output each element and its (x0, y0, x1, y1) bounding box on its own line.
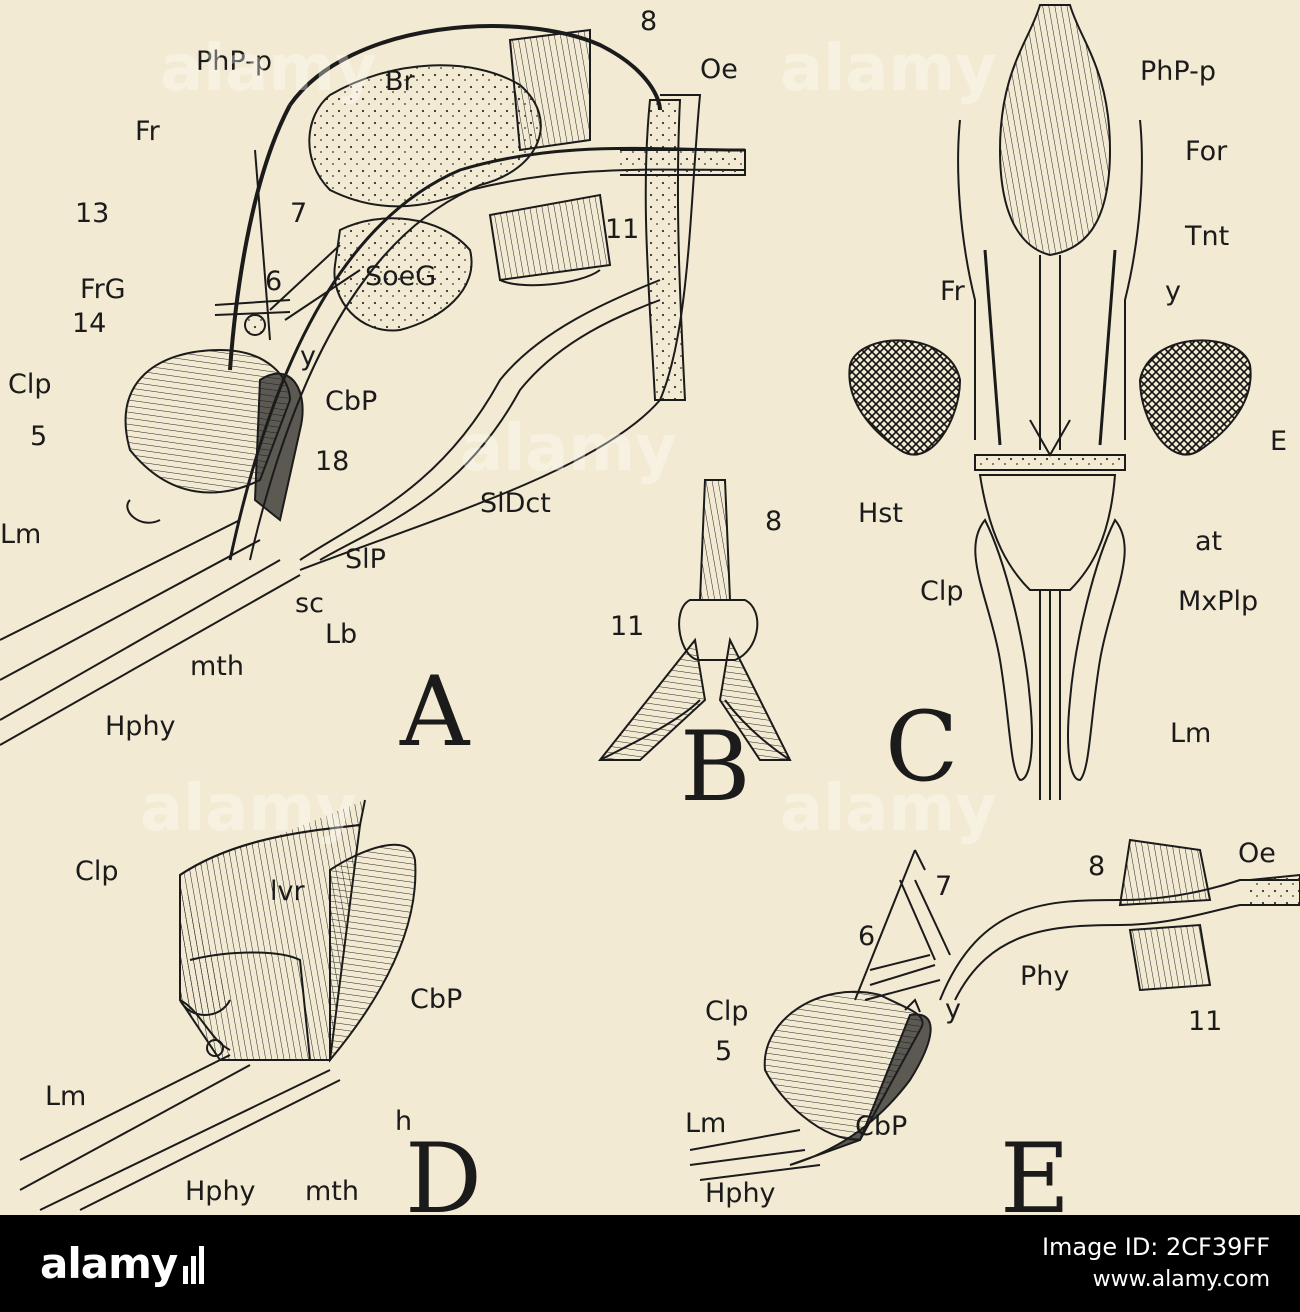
label-a-sldct: SlDct (480, 488, 551, 519)
muscle-11-e (1128, 923, 1212, 992)
label-d-cbp: CbP (410, 984, 462, 1015)
label-a-lm: Lm (0, 519, 41, 550)
panel-a (0, 24, 746, 746)
label-d-clp: Clp (75, 856, 119, 887)
clypeus-a (124, 348, 292, 494)
label-a-lb: Lb (325, 619, 357, 650)
label-a-6: 6 (265, 266, 282, 297)
label-a-mth: mth (190, 651, 244, 682)
panel-d-labels: Clp lvr CbP Lm h Hphy mth D (45, 856, 482, 1215)
label-d-lm: Lm (45, 1081, 86, 1112)
label-e-8: 8 (1088, 851, 1105, 882)
label-b-8: 8 (765, 506, 782, 537)
panel-letter-a: A (399, 656, 471, 768)
label-a-frg: FrG (80, 274, 126, 305)
panel-letter-e: E (1000, 1123, 1070, 1215)
label-c-lm: Lm (1170, 718, 1211, 749)
pharyngeal-pump-c (998, 4, 1112, 257)
label-a-oe: Oe (700, 54, 738, 85)
label-a-7: 7 (290, 198, 307, 229)
label-e-oe: Oe (1238, 838, 1276, 869)
panel-d (19, 799, 417, 1211)
muscle-11-a (488, 193, 612, 282)
label-c-e: E (1270, 426, 1287, 457)
label-a-14: 14 (72, 308, 106, 339)
panel-c-labels: PhP-p For Tnt Fr y E Hst at Clp MxPlp Lm… (858, 56, 1287, 803)
label-b-11: 11 (610, 611, 644, 642)
label-c-php-p: PhP-p (1140, 56, 1216, 87)
label-e-hphy: Hphy (705, 1178, 776, 1209)
label-a-8: 8 (640, 6, 657, 37)
anatomy-figure: PhP-p Br 8 Oe Fr 13 7 11 FrG 6 SoeG 14 y… (0, 4, 1300, 1215)
label-a-11: 11 (605, 214, 639, 245)
brain-shape (308, 64, 542, 208)
label-a-13: 13 (75, 198, 109, 229)
label-c-fr: Fr (940, 276, 966, 307)
image-id: Image ID: 2CF39FF (1041, 1233, 1270, 1261)
panel-e (689, 838, 1300, 1181)
label-a-fr: Fr (135, 116, 161, 147)
label-d-lvr: lvr (270, 876, 305, 907)
eye-left (848, 339, 962, 456)
soeg-shape (333, 217, 473, 332)
label-c-for: For (1185, 136, 1228, 167)
label-e-phy: Phy (1020, 961, 1069, 992)
label-d-h: h (395, 1106, 412, 1137)
panel-b (597, 479, 792, 761)
logo-bars-icon (183, 1246, 205, 1284)
maxillary-palp-right (1067, 518, 1126, 782)
site-url[interactable]: www.alamy.com (1092, 1267, 1270, 1292)
label-c-clp: Clp (920, 576, 964, 607)
label-e-lm: Lm (685, 1108, 726, 1139)
panel-letter-d: D (405, 1123, 482, 1215)
label-e-clp: Clp (705, 996, 749, 1027)
panel-c (848, 4, 1252, 800)
muscle-11-b-left (597, 637, 707, 761)
label-c-y: y (1165, 276, 1181, 307)
label-e-6: 6 (858, 921, 875, 952)
alamy-logo[interactable]: alamy (40, 1239, 205, 1288)
label-a-soeg: SoeG (365, 261, 436, 292)
cibarial-pump-d (329, 843, 417, 1063)
label-c-at: at (1195, 526, 1222, 557)
label-e-11: 11 (1188, 1006, 1222, 1037)
label-d-mth: mth (305, 1176, 359, 1207)
label-a-slp: SlP (345, 544, 386, 575)
label-a-br: Br (385, 66, 416, 97)
clypeus-c (978, 474, 1117, 591)
label-a-y: y (300, 341, 316, 372)
cibarial-pump-e (789, 1013, 932, 1166)
label-a-clp: Clp (8, 369, 52, 400)
panel-a-labels: PhP-p Br 8 Oe Fr 13 7 11 FrG 6 SoeG 14 y… (0, 6, 738, 768)
panel-letter-c: C (885, 691, 958, 803)
muscle-11-b-right (718, 636, 792, 761)
label-e-7: 7 (935, 871, 952, 902)
panel-e-labels: 8 Oe 7 6 Phy y Clp 5 11 Lm CbP Hphy E (685, 838, 1276, 1215)
label-c-tnt: Tnt (1184, 221, 1229, 252)
label-e-cbp: CbP (855, 1111, 907, 1142)
label-d-hphy: Hphy (185, 1176, 256, 1207)
muscle-8-e (1118, 838, 1212, 907)
label-a-5: 5 (30, 421, 47, 452)
label-a-cbp: CbP (325, 386, 377, 417)
label-a-php-p: PhP-p (196, 46, 272, 77)
label-e-y: y (945, 994, 961, 1025)
label-a-sc: sc (295, 588, 324, 619)
label-a-hphy: Hphy (105, 711, 176, 742)
label-e-5: 5 (715, 1036, 732, 1067)
eye-right (1138, 339, 1252, 456)
label-c-hst: Hst (858, 498, 903, 529)
muscle-8-a (508, 28, 591, 152)
panel-b-labels: 8 11 B (610, 506, 782, 823)
label-c-mxplp: MxPlp (1178, 586, 1258, 617)
label-a-18: 18 (315, 446, 349, 477)
stock-footer-bar: alamy Image ID: 2CF39FF www.alamy.com (0, 1215, 1300, 1312)
logo-text: alamy (40, 1239, 178, 1288)
cibarial-pump-a (253, 372, 304, 522)
maxillary-palp-left (974, 518, 1033, 782)
clypeus-e (763, 990, 924, 1142)
panel-letter-b: B (680, 711, 751, 823)
